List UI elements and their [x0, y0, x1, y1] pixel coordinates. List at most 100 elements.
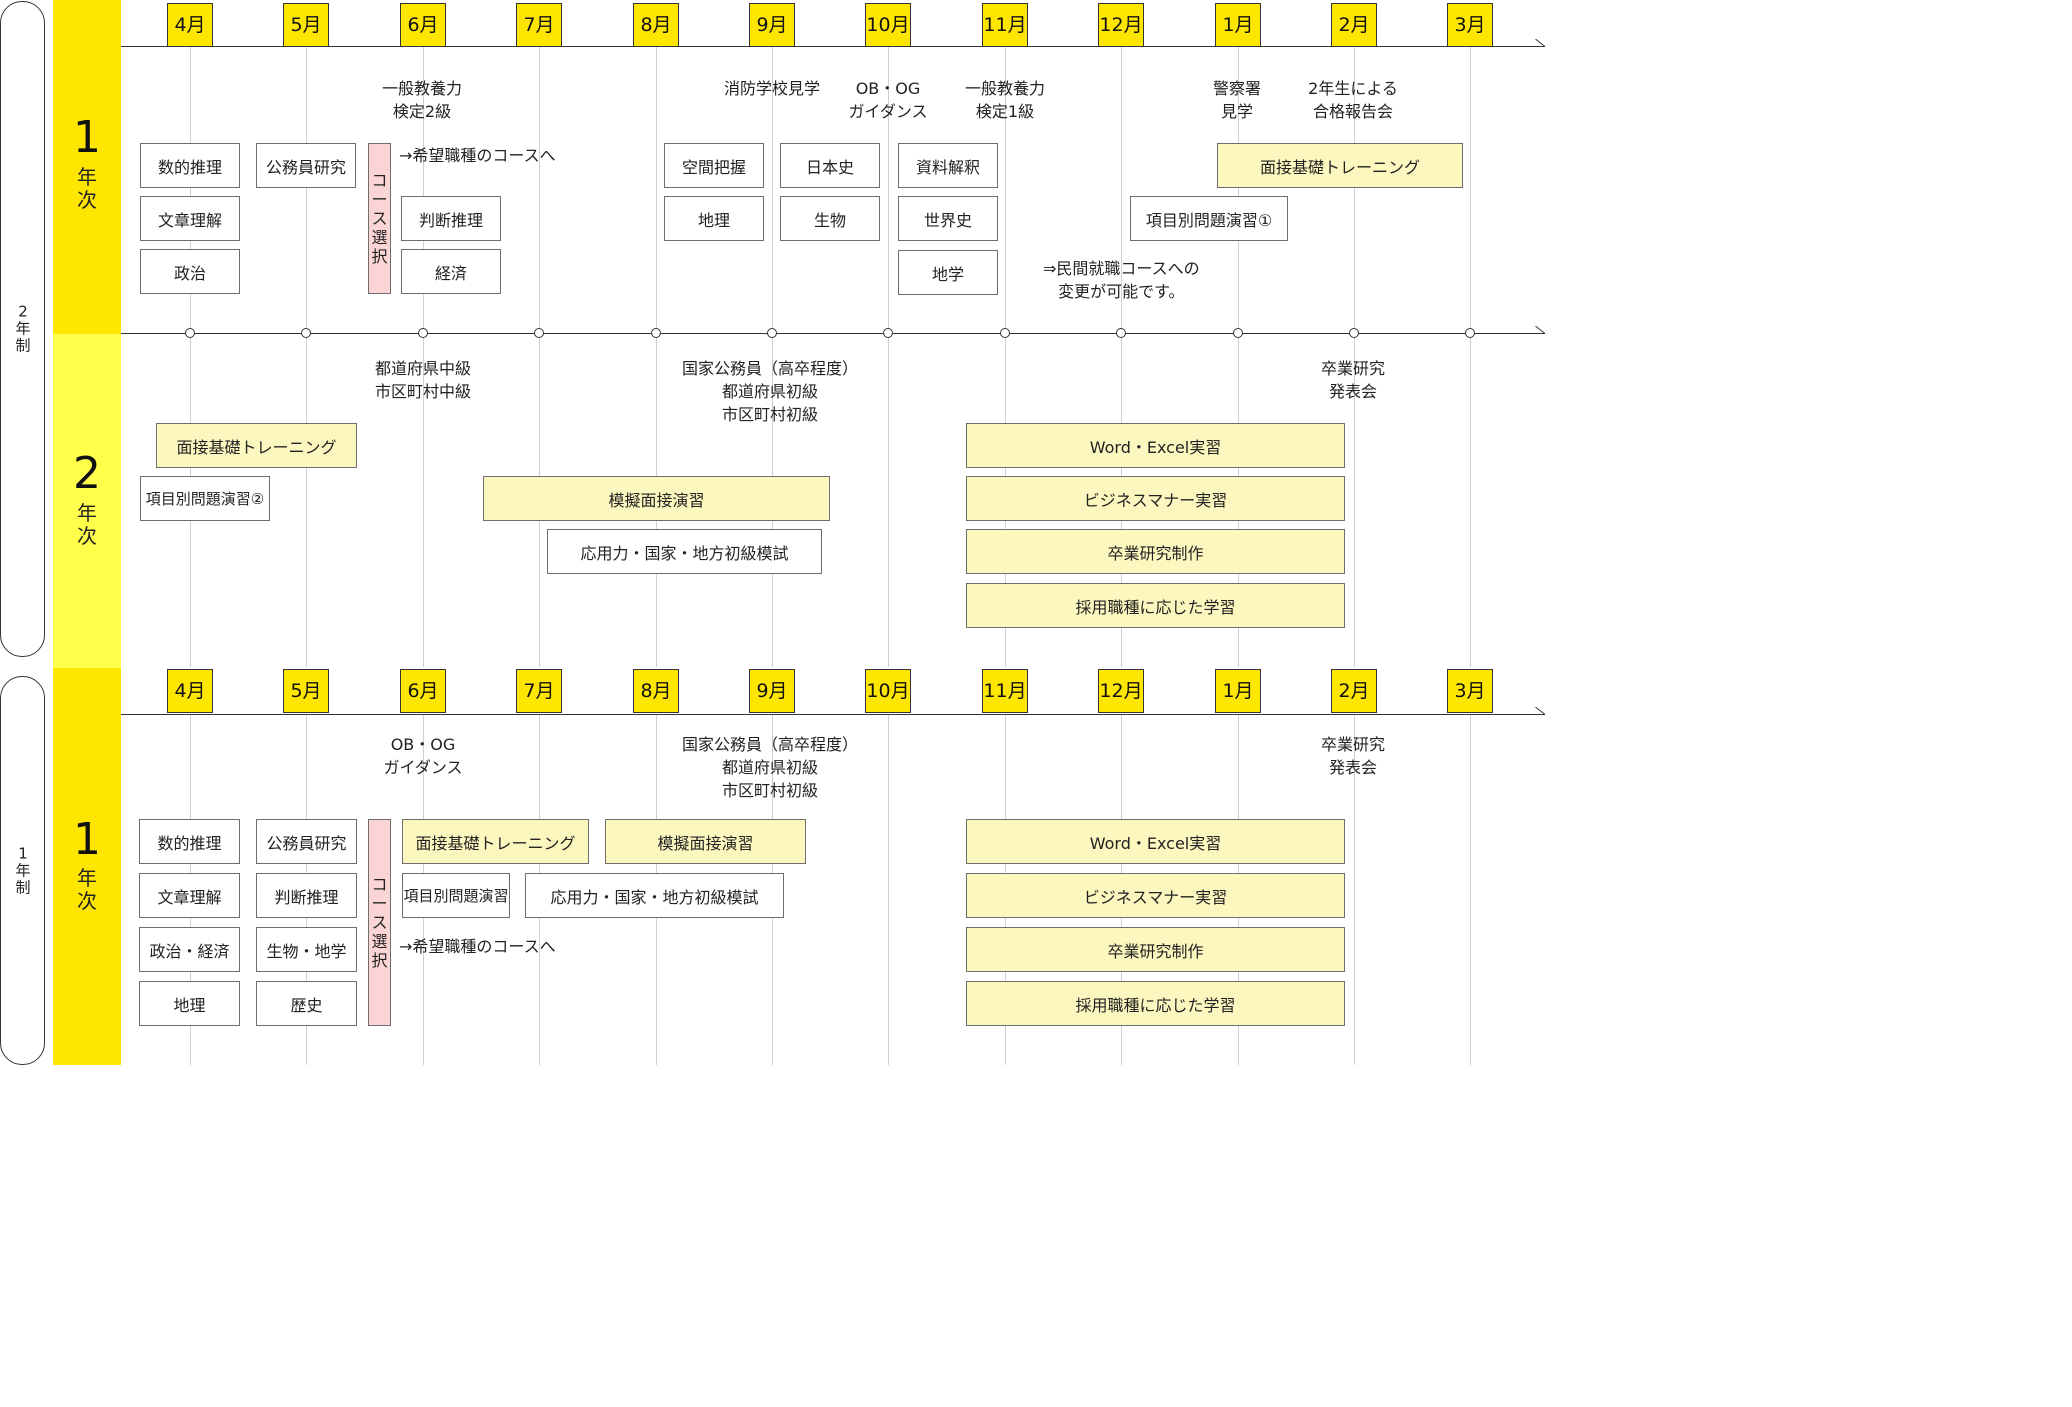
month-cell: 1月 [1215, 3, 1261, 47]
event-kokka-3: 国家公務員（高卒程度） 都道府県初級 市区町村初級 [681, 735, 858, 800]
grid-line [888, 715, 889, 1065]
box-chiri: 地理 [664, 196, 764, 241]
month-cell: 12月 [1098, 669, 1144, 713]
grid-line [190, 47, 191, 667]
box-shiryo: 資料解釈 [898, 143, 998, 188]
two-year-system-bracket: 2 年 制 [0, 1, 45, 657]
month-cell: 5月 [283, 3, 329, 47]
month-cell: 9月 [749, 3, 795, 47]
grid-line [656, 47, 657, 667]
one-year-system-label: 1 年 制 [15, 844, 31, 896]
timeline-dot [418, 328, 428, 338]
box-word-3: Word・Excel実習 [966, 819, 1345, 864]
month-cell: 2月 [1331, 3, 1377, 47]
grid-line [1238, 47, 1239, 667]
month-cell: 8月 [633, 669, 679, 713]
month-cell: 10月 [865, 3, 911, 47]
box-mensetsu-1: 面接基礎トレーニング [1217, 143, 1463, 188]
month-cell: 3月 [1447, 3, 1493, 47]
box-kukan: 空間把握 [664, 143, 764, 188]
year-number-bottom-first: 1 [73, 814, 101, 865]
year-text-bottom-first: 年 次 [77, 866, 97, 913]
event-kentei2: 一般教養力 検定2級 [381, 79, 462, 121]
grid-line [423, 47, 424, 667]
event-sotsugyo-2: 卒業研究 発表会 [1320, 359, 1385, 401]
box-business-3: ビジネスマナー実習 [966, 873, 1345, 918]
box-komuin-3: 公務員研究 [256, 819, 357, 864]
box-keizai: 経済 [401, 249, 501, 294]
box-komuin: 公務員研究 [256, 143, 356, 188]
month-cell: 11月 [982, 669, 1028, 713]
timeline-dot [1233, 328, 1243, 338]
box-chigaku: 地学 [898, 250, 998, 295]
event-chukyu: 都道府県中級 市区町村中級 [374, 359, 471, 401]
month-cell: 6月 [400, 3, 446, 47]
event-kokka-2: 国家公務員（高卒程度） 都道府県初級 市区町村初級 [681, 359, 858, 424]
box-nihonshi: 日本史 [780, 143, 880, 188]
note-minkan: ⇒民間就職コースへの 変更が可能です。 [1043, 259, 1200, 301]
one-year-system-bracket: 1 年 制 [0, 676, 45, 1065]
timeline-dot [301, 328, 311, 338]
event-obog: OB・OG ガイダンス [848, 79, 928, 121]
month-cell: 7月 [516, 669, 562, 713]
year-text-top-first: 年 次 [77, 165, 97, 212]
box-rekishi-3: 歴史 [256, 981, 357, 1026]
timeline-middle [121, 333, 1545, 334]
month-cell: 7月 [516, 3, 562, 47]
timeline-dot [1349, 328, 1359, 338]
month-cell: 8月 [633, 3, 679, 47]
box-suteki: 数的推理 [140, 143, 240, 188]
event-shobo: 消防学校見学 [723, 79, 820, 98]
grid-line [1470, 47, 1471, 667]
event-sotsugyo-3: 卒業研究 発表会 [1320, 735, 1385, 777]
box-bunsho-3: 文章理解 [139, 873, 240, 918]
box-komoku-3: 項目別問題演習 [402, 873, 510, 918]
month-cell: 6月 [400, 669, 446, 713]
grid-line [1354, 47, 1355, 667]
box-komoku1: 項目別問題演習① [1130, 196, 1288, 241]
two-year-system-label: 2 年 制 [15, 302, 31, 355]
box-course-select: コ ー ス 選 択 [368, 143, 391, 294]
month-cell: 1月 [1215, 669, 1261, 713]
box-seibutsu-chigaku-3: 生物・地学 [256, 927, 357, 972]
grid-line [1121, 47, 1122, 667]
box-mensetsu-3: 面接基礎トレーニング [402, 819, 589, 864]
year-band-bottom-first [53, 668, 121, 1065]
month-cell: 5月 [283, 669, 329, 713]
event-obog-3: OB・OG ガイダンス [383, 735, 463, 777]
box-suteki-3: 数的推理 [139, 819, 240, 864]
timeline-dot [534, 328, 544, 338]
box-chiri-3: 地理 [139, 981, 240, 1026]
box-saiyo-3: 採用職種に応じた学習 [966, 981, 1345, 1026]
box-oyo-2: 応用力・国家・地方初級模試 [547, 529, 822, 574]
box-mogi-3: 模擬面接演習 [605, 819, 806, 864]
grid-line [306, 47, 307, 667]
box-sekaishi: 世界史 [898, 196, 998, 241]
timeline-dot [767, 328, 777, 338]
timeline-dot [1000, 328, 1010, 338]
box-oyo-3: 応用力・国家・地方初級模試 [525, 873, 784, 918]
year-text-top-second: 年 次 [77, 501, 97, 548]
event-hokoku: 2年生による 合格報告会 [1308, 79, 1398, 121]
month-cell: 2月 [1331, 669, 1377, 713]
box-business-2: ビジネスマナー実習 [966, 476, 1345, 521]
grid-line [888, 47, 889, 667]
box-mensetsu-2: 面接基礎トレーニング [156, 423, 357, 468]
month-cell: 3月 [1447, 669, 1493, 713]
grid-line [1005, 47, 1006, 667]
box-mogi-2: 模擬面接演習 [483, 476, 830, 521]
timeline-bottom [121, 714, 1545, 715]
timeline-top [121, 46, 1545, 47]
timeline-dot [1116, 328, 1126, 338]
year-number-top-first: 1 [73, 112, 101, 163]
note-kibo-3: →希望職種のコースへ [399, 937, 556, 956]
event-kentei1: 一般教養力 検定1級 [964, 79, 1045, 121]
box-komoku2: 項目別問題演習② [140, 476, 270, 521]
box-course-select-3: コ ー ス 選 択 [368, 819, 391, 1026]
box-saiyo-2: 採用職種に応じた学習 [966, 583, 1345, 628]
month-cell: 4月 [167, 669, 213, 713]
grid-line [772, 47, 773, 667]
box-bunsho: 文章理解 [140, 196, 240, 241]
timeline-dot [651, 328, 661, 338]
event-keisatsu: 警察署 見学 [1212, 79, 1261, 121]
